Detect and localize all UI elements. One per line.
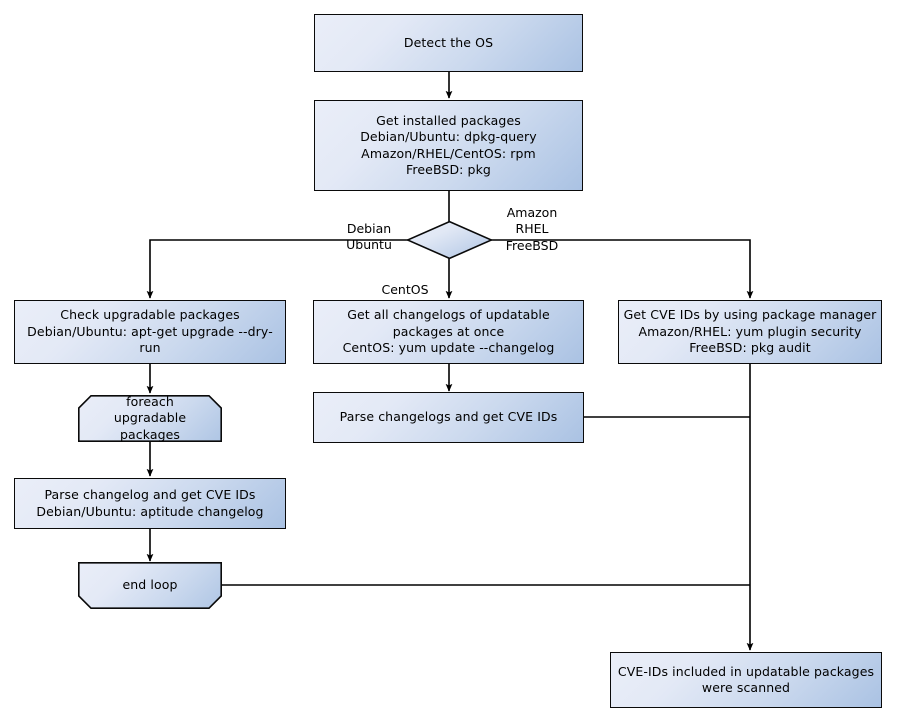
node-parse-changelog-get-cve-ids[interactable]: Parse changelog and get CVE IDs Debian/U… bbox=[14, 478, 286, 529]
node-scan-complete-label: CVE-IDs included in updatable packages w… bbox=[617, 663, 875, 696]
node-check-upgradable-packages[interactable]: Check upgradable packages Debian/Ubuntu:… bbox=[14, 300, 286, 364]
node-end-loop[interactable]: end loop bbox=[78, 562, 222, 609]
edge-label-debian-ubuntu: Debian Ubuntu bbox=[330, 204, 408, 254]
node-scan-complete[interactable]: CVE-IDs included in updatable packages w… bbox=[610, 652, 882, 708]
node-foreach-loop-start[interactable]: foreach upgradable packages bbox=[78, 393, 222, 442]
node-os-decision[interactable] bbox=[405, 220, 494, 260]
edge-label-debian-ubuntu-text: Debian Ubuntu bbox=[346, 220, 392, 253]
node-foreach-loop-start-label: foreach upgradable packages bbox=[113, 393, 187, 442]
edge-label-centos-text: CentOS bbox=[381, 281, 429, 297]
node-get-all-changelogs[interactable]: Get all changelogs of updatable packages… bbox=[313, 300, 584, 364]
node-parse-changelogs-get-cve-ids-label: Parse changelogs and get CVE IDs bbox=[339, 409, 558, 425]
decision-diamond-icon bbox=[405, 220, 494, 260]
node-get-cve-ids-package-manager[interactable]: Get CVE IDs by using package manager Ama… bbox=[618, 300, 882, 364]
edge-label-amazon-rhel-freebsd: Amazon RHEL FreeBSD bbox=[492, 188, 572, 254]
node-get-installed-packages[interactable]: Get installed packages Debian/Ubuntu: dp… bbox=[314, 100, 583, 191]
node-end-loop-label: end loop bbox=[122, 577, 178, 593]
node-parse-changelogs-get-cve-ids[interactable]: Parse changelogs and get CVE IDs bbox=[313, 392, 584, 443]
node-check-upgradable-packages-label: Check upgradable packages Debian/Ubuntu:… bbox=[27, 307, 273, 356]
node-get-all-changelogs-label: Get all changelogs of updatable packages… bbox=[342, 307, 555, 356]
node-get-installed-packages-label: Get installed packages Debian/Ubuntu: dp… bbox=[360, 112, 537, 178]
node-parse-changelog-get-cve-ids-label: Parse changelog and get CVE IDs Debian/U… bbox=[36, 487, 264, 519]
node-get-cve-ids-package-manager-label: Get CVE IDs by using package manager Ama… bbox=[623, 307, 877, 356]
node-detect-os-label: Detect the OS bbox=[403, 34, 494, 50]
edge-label-amazon-rhel-freebsd-text: Amazon RHEL FreeBSD bbox=[505, 204, 559, 253]
node-detect-os[interactable]: Detect the OS bbox=[314, 14, 583, 72]
edge-label-centos: CentOS bbox=[372, 265, 438, 298]
